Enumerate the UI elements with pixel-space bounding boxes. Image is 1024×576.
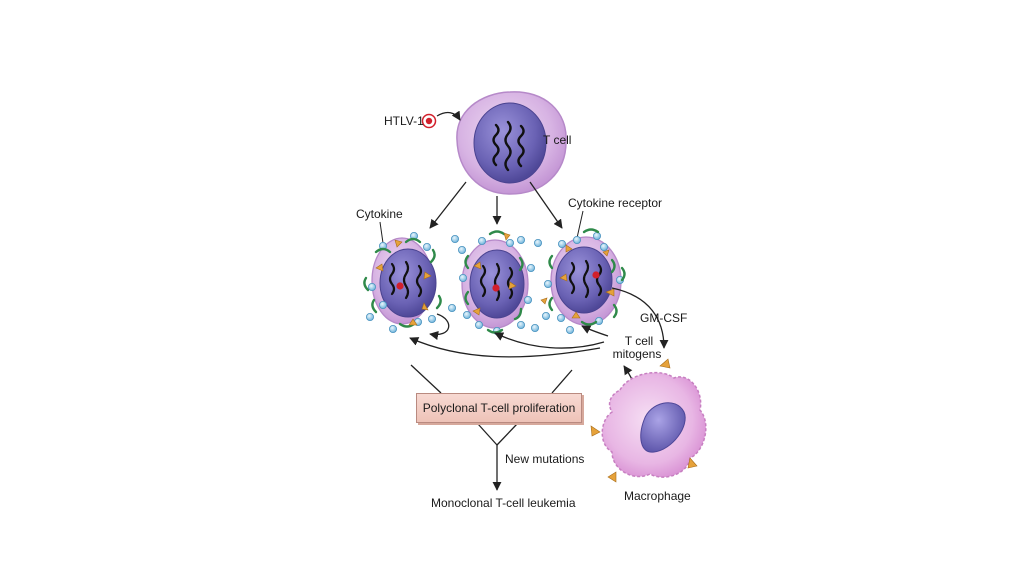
infected-t-cell-left: [371, 237, 437, 325]
mitogen-arrow-middle: [494, 332, 605, 349]
macrophage-cell: [590, 358, 707, 483]
t-cell-mitogens-label-line2: mitogens: [612, 347, 662, 361]
arrow-to-cell-right: [529, 181, 563, 229]
macrophage-receptors: [590, 358, 698, 483]
gmcsf-arrow: [611, 287, 669, 349]
cytokine-label: Cytokine: [356, 207, 403, 221]
htlv-virus-icon: [421, 113, 437, 129]
gm-csf-label: GM-CSF: [640, 311, 688, 325]
monoclonal-leukemia-label: Monoclonal T-cell leukemia: [431, 496, 576, 510]
polyclonal-proliferation-box: Polyclonal T-cell proliferation: [416, 393, 582, 423]
cytokine-receptors-orange: [375, 232, 615, 326]
viral-dna-dot: [592, 271, 600, 279]
mitogen-arrow-left: [409, 337, 601, 358]
infected-t-cell-right: [550, 236, 622, 326]
viral-dna-dot: [492, 284, 500, 292]
infected-t-cell-middle: [461, 239, 529, 329]
receptor-leader: [576, 210, 584, 239]
converge-line-left: [410, 364, 442, 394]
cytokine-molecules: [365, 231, 625, 335]
new-mutations-label: New mutations: [505, 452, 585, 466]
branch-left: [477, 423, 498, 446]
macrophage-label: Macrophage: [624, 489, 691, 503]
cytokine-leader: [379, 221, 384, 244]
cytokine-receptors-green: [363, 228, 626, 334]
t-cell-label: T cell: [543, 133, 572, 147]
htlv-label: HTLV-1: [384, 114, 424, 128]
mitogen-arrow-right: [581, 325, 609, 337]
converge-line-right: [551, 369, 573, 394]
htlv-arrow: [436, 110, 461, 121]
autocrine-loop-arrow: [429, 313, 450, 340]
viral-dna-dot: [396, 282, 404, 290]
polyclonal-proliferation-label: Polyclonal T-cell proliferation: [422, 401, 576, 415]
top-t-cell: [456, 91, 567, 195]
branch-right: [496, 423, 518, 446]
t-cell-mitogens-label-line1: T cell: [624, 334, 654, 348]
arrow-to-cell-left: [429, 181, 467, 229]
chromatin: [492, 120, 525, 172]
cytokine-receptor-label: Cytokine receptor: [568, 196, 663, 210]
